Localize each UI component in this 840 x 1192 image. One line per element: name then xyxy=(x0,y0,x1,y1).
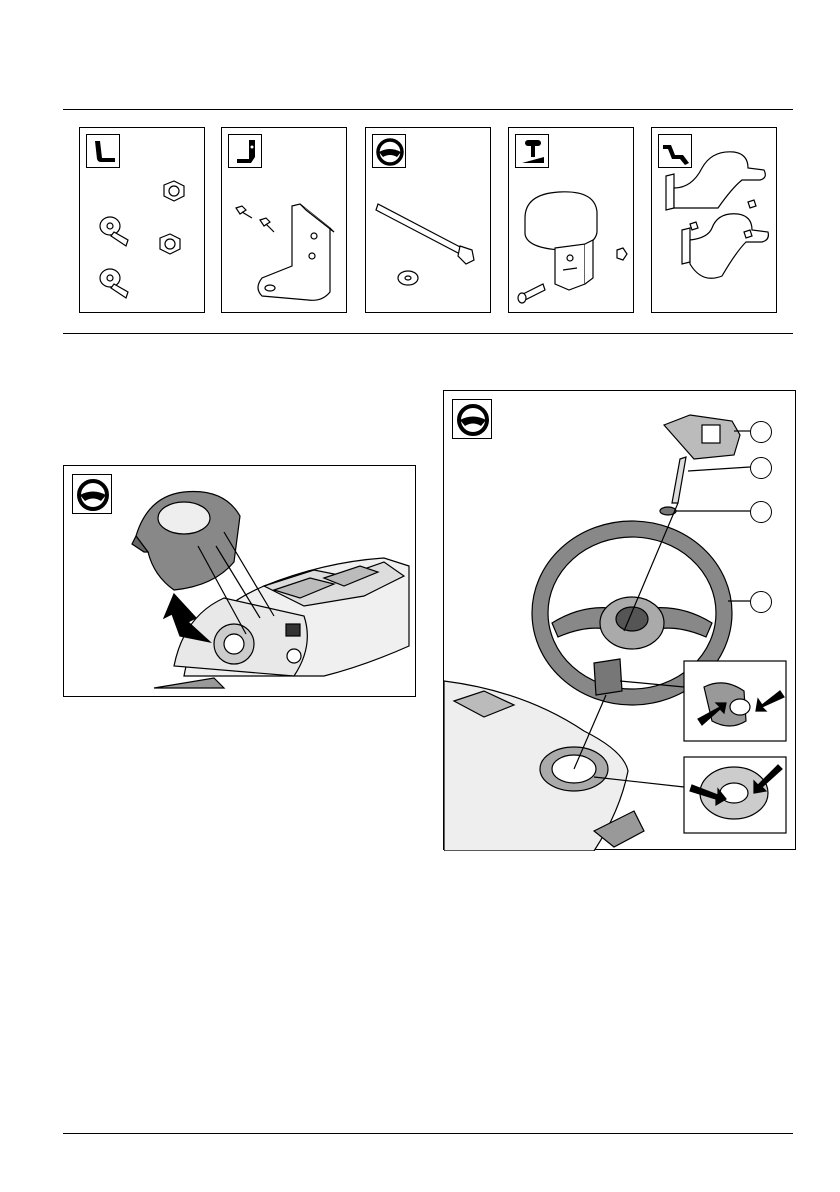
parts-panel-steering-wheel xyxy=(365,127,491,313)
callout-3 xyxy=(750,501,772,523)
steering-wheel-assembly-illustration xyxy=(444,391,797,851)
rod-washer-illustration xyxy=(366,128,492,314)
callout-4 xyxy=(750,591,772,613)
footer-rule xyxy=(63,1133,793,1134)
screws-nuts-illustration xyxy=(80,128,206,314)
top-rule xyxy=(63,109,793,110)
figure-steering-wheel-assembly xyxy=(443,390,796,850)
lever-knob-illustration xyxy=(509,128,635,314)
figure-dashboard-cover xyxy=(63,465,416,697)
handle-brackets-illustration xyxy=(652,128,778,314)
dashboard-cover-illustration xyxy=(64,466,417,698)
steering-wheel-icon xyxy=(72,474,112,514)
callout-1 xyxy=(750,421,772,443)
steering-wheel-icon xyxy=(452,399,492,439)
middle-rule xyxy=(63,333,793,334)
parts-panel-seat xyxy=(79,127,205,313)
callout-2 xyxy=(750,457,772,479)
parts-panel-handle xyxy=(651,127,777,313)
bracket-illustration xyxy=(222,128,348,314)
parts-panel-seat-bracket xyxy=(221,127,347,313)
parts-panel-gear-lever xyxy=(508,127,634,313)
